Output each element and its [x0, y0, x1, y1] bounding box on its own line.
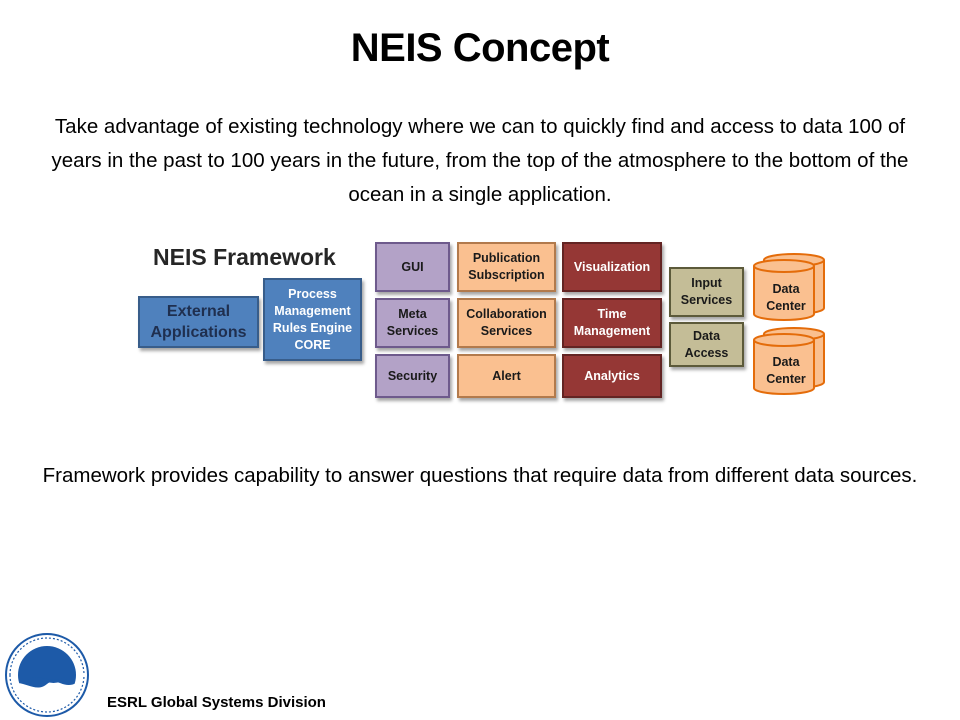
- framework-title: NEIS Framework: [153, 244, 336, 270]
- input-services-label: Input Services: [680, 276, 733, 307]
- data-access-box: Data Access: [669, 322, 744, 367]
- page-title: NEIS Concept: [350, 26, 610, 70]
- analytics-label: Analytics: [584, 368, 640, 383]
- noaa-seal-icon: [5, 633, 89, 717]
- meta-services-box: Meta Services: [375, 298, 450, 348]
- core-label: Process Management Rules Engine CORE: [272, 286, 353, 352]
- intro-paragraph: Take advantage of existing technology wh…: [51, 115, 909, 206]
- external-applications-box: External Applications: [138, 296, 259, 348]
- closing-paragraph: Framework provides capability to answer …: [42, 464, 918, 487]
- footer-division: ESRL Global Systems Division: [107, 694, 326, 711]
- publication-subscription-label: Publication Subscription: [468, 251, 545, 282]
- data-center-cylinder-top-icon: [753, 253, 825, 321]
- time-management-label: Time Management: [573, 307, 651, 338]
- meta-services-label: Meta Services: [386, 307, 439, 338]
- data-access-label: Data Access: [684, 328, 729, 360]
- security-label: Security: [387, 368, 438, 383]
- core-box: Process Management Rules Engine CORE: [263, 278, 362, 361]
- data-center-label-top: Data Center: [766, 282, 806, 313]
- visualization-box: Visualization: [562, 242, 662, 292]
- input-services-box: Input Services: [669, 267, 744, 317]
- security-box: Security: [375, 354, 450, 398]
- collaboration-services-label: Collaboration Services: [466, 307, 547, 338]
- visualization-label: Visualization: [573, 259, 651, 274]
- analytics-box: Analytics: [562, 354, 662, 398]
- data-center-label-bottom: Data Center: [766, 355, 806, 386]
- alert-box: Alert: [457, 354, 556, 398]
- publication-subscription-box: Publication Subscription: [457, 242, 556, 292]
- gui-box: GUI: [375, 242, 450, 292]
- gui-label: GUI: [401, 259, 424, 274]
- external-applications-label: External Applications: [150, 303, 247, 341]
- alert-label: Alert: [492, 368, 521, 383]
- data-center-cylinder-bottom-icon: [753, 327, 825, 395]
- time-management-box: Time Management: [562, 298, 662, 348]
- collaboration-services-box: Collaboration Services: [457, 298, 556, 348]
